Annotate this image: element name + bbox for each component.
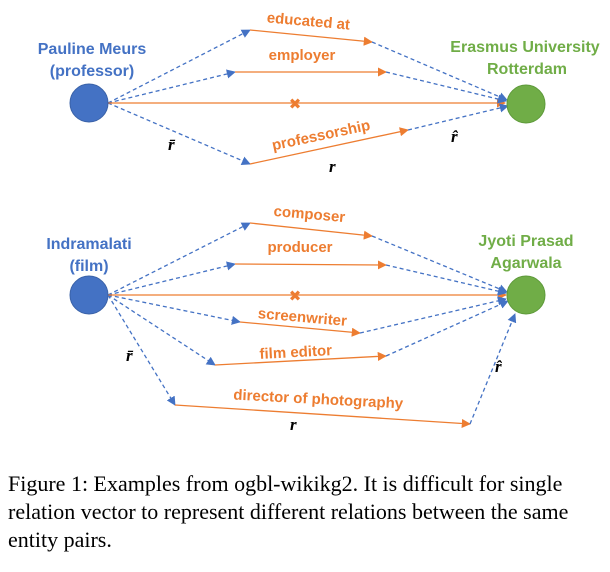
r-bar-symbol: r̄ (168, 135, 176, 154)
r-symbol: r (329, 157, 336, 176)
relation-arrow-educated-at (249, 29, 373, 46)
tail-vector-2 (385, 264, 507, 296)
tail-vector-3 (359, 296, 507, 334)
relation-arrow-composer (249, 222, 373, 240)
relation-label-employer: employer (269, 47, 336, 64)
r-symbol: r (290, 415, 297, 434)
head-vector-2 (107, 261, 236, 296)
head-vector-2 (107, 69, 236, 104)
head-entity-node (69, 275, 109, 315)
tail-entity-label-line1: Jyoti Prasad (478, 233, 573, 250)
relation-arrow-film-editor (214, 351, 387, 366)
head-vector-3 (107, 294, 241, 325)
relation-label-producer: producer (267, 239, 332, 256)
head-vector-5 (107, 294, 176, 406)
tail-vector-3 (407, 103, 509, 131)
relation-label-educated-at: educated at (266, 9, 351, 33)
relation-label-composer: composer (273, 203, 346, 226)
figure-diagram: Pauline Meurs (professor) Erasmus Univer… (38, 9, 600, 434)
head-entity-label-line2: (professor) (50, 63, 134, 80)
tail-vector-5 (469, 313, 517, 425)
tail-entity-label-line1: Erasmus University (450, 39, 600, 56)
relation-arrow-producer (234, 260, 387, 270)
head-entity-label-line2: (film) (69, 258, 108, 275)
figure-caption: Figure 1: Examples from ogbl-wikikg2. It… (8, 471, 569, 552)
r-hat-symbol: r̂ (451, 127, 458, 146)
head-vector-1 (107, 29, 251, 104)
r-bar-symbol: r̄ (126, 346, 134, 365)
head-entity-label-line1: Indramalati (46, 236, 131, 253)
head-vector-3 (107, 102, 251, 165)
diagram-2: Indramalati (film) Jyoti Prasad Agarwala… (46, 203, 573, 434)
head-entity-node (69, 83, 109, 123)
relation-arrow-director-of-photography (174, 404, 471, 429)
diagram-1: Pauline Meurs (professor) Erasmus Univer… (38, 9, 600, 176)
tail-vector-1 (371, 41, 508, 101)
tail-entity-node (506, 84, 546, 124)
relation-arrow-professorship (249, 127, 409, 165)
tail-vector-4 (385, 300, 509, 357)
head-vector-4 (107, 294, 216, 366)
relation-label-director-of-photography: director of photography (233, 387, 404, 413)
head-vector-1 (107, 222, 251, 296)
cross-mark: ✖ (289, 95, 302, 113)
tail-entity-label-line2: Rotterdam (487, 61, 567, 78)
relation-label-screenwriter: screenwriter (257, 305, 348, 330)
r-hat-symbol: r̂ (495, 357, 502, 376)
cross-mark: ✖ (289, 287, 302, 305)
relation-arrow-screenwriter (239, 321, 361, 337)
relation-label-film-editor: film editor (259, 342, 332, 363)
tail-entity-node (506, 275, 546, 315)
tail-entity-label-line2: Agarwala (490, 255, 561, 272)
tail-vector-1 (371, 235, 508, 294)
head-entity-label-line1: Pauline Meurs (38, 41, 147, 58)
